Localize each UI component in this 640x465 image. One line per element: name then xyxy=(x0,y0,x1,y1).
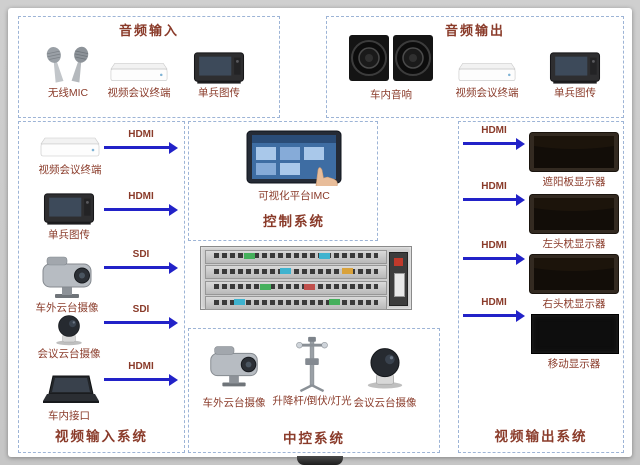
control-system-title: 控制系统 xyxy=(263,214,325,229)
arrow-head xyxy=(169,374,178,386)
rack-connectors xyxy=(214,252,378,259)
dome-camera-icon xyxy=(43,314,95,346)
arrow-stem xyxy=(104,208,170,211)
device-label: 会议云台摄像 xyxy=(353,397,417,409)
arrow-stem xyxy=(104,146,170,149)
cable-label: HDMI xyxy=(481,297,507,308)
cable-label: HDMI xyxy=(128,361,154,372)
connection-arrow: HDMI xyxy=(463,125,525,150)
cable-label: HDMI xyxy=(481,240,507,251)
rack-unit xyxy=(205,249,387,264)
cable-label: SDI xyxy=(132,304,150,315)
arrow-head xyxy=(516,253,525,265)
rack-unit xyxy=(205,265,387,279)
mobile-display-icon xyxy=(531,314,619,354)
display-icon xyxy=(529,132,619,172)
connection-arrow: HDMI xyxy=(104,191,178,216)
rack-unit xyxy=(205,296,387,310)
device-label: 遮阳板显示器 xyxy=(542,176,606,188)
rack-connectors xyxy=(214,299,378,305)
arrow-head xyxy=(169,142,178,154)
cable-label: HDMI xyxy=(481,181,507,192)
central-control-group: 车外云台摄像 升降杆/倒伏/灯光 会议云台摄像 中控系统 xyxy=(188,328,440,453)
cable-label: HDMI xyxy=(481,125,507,136)
device-label: 视频会议终端 xyxy=(38,164,102,176)
device-label: 会议云台摄像 xyxy=(37,348,101,360)
device-label: 单兵图传 xyxy=(198,87,240,99)
conference-terminal-icon xyxy=(457,57,517,85)
audio-input-title: 音频输入 xyxy=(118,23,179,38)
conference-terminal-icon xyxy=(109,57,169,85)
arrow-head xyxy=(516,138,525,150)
touch-tablet-icon xyxy=(244,130,344,186)
portable-transmitter-icon xyxy=(191,51,247,85)
arrow-stem xyxy=(463,314,517,317)
central-control-title: 中控系统 xyxy=(283,431,345,446)
wireless-mic-icon xyxy=(39,45,97,85)
device-label: 视频会议终端 xyxy=(107,87,171,99)
device-label: 单兵图传 xyxy=(48,229,90,241)
ptz-camera-icon xyxy=(203,339,265,391)
ptz-camera-icon xyxy=(35,252,99,300)
device-label: 车内接口 xyxy=(48,410,90,422)
dome-camera-icon xyxy=(357,345,413,391)
device-label: 升降杆/倒伏/灯光 xyxy=(272,395,352,407)
page-fold xyxy=(297,456,343,465)
device-label: 右头枕显示器 xyxy=(542,298,606,310)
device-label: 移动显示器 xyxy=(547,358,601,370)
display-icon xyxy=(529,194,619,234)
arrow-head xyxy=(169,204,178,216)
device-label: 车外云台摄像 xyxy=(35,302,99,314)
connection-arrow: SDI xyxy=(104,249,178,274)
cable-label: HDMI xyxy=(128,191,154,202)
rack-power-module xyxy=(389,252,408,306)
device-label: 视频会议终端 xyxy=(455,87,519,99)
connection-arrow: HDMI xyxy=(463,181,525,206)
arrow-stem xyxy=(463,142,517,145)
connection-arrow: HDMI xyxy=(463,240,525,265)
arrow-stem xyxy=(463,198,517,201)
display-icon xyxy=(529,254,619,294)
lifting-pole-icon xyxy=(292,335,332,393)
arrow-head xyxy=(169,262,178,274)
laptop-icon xyxy=(39,374,99,406)
connection-arrow: HDMI xyxy=(104,361,178,386)
audio-output-title: 音频输出 xyxy=(444,23,505,38)
device-label: 无线MIC xyxy=(47,87,89,99)
conference-terminal-icon xyxy=(39,132,101,160)
platform-label: 可视化平台IMC xyxy=(258,190,330,202)
rack-unit xyxy=(205,280,387,295)
device-label: 单兵图传 xyxy=(554,87,596,99)
rack-connectors xyxy=(214,283,378,290)
audio-output-group: 音频输出 车内音响 视频会议终端 xyxy=(326,16,624,118)
cable-label: SDI xyxy=(132,249,150,260)
rack-connectors xyxy=(214,268,378,274)
arrow-head xyxy=(516,194,525,206)
arrow-stem xyxy=(104,266,170,269)
device-label: 车内音响 xyxy=(370,89,412,101)
arrow-head xyxy=(516,310,525,322)
connection-arrow: HDMI xyxy=(104,129,178,154)
arrow-stem xyxy=(463,257,517,260)
portable-transmitter-icon xyxy=(41,192,97,226)
arrow-stem xyxy=(104,378,170,381)
video-output-group: 遮阳板显示器 左头枕显示器 右头枕显示器 移动显示器 视频输出系统 xyxy=(458,121,624,453)
diagram-canvas: 音频输入 无线MIC 视频 xyxy=(8,8,632,457)
video-output-system-title: 视频输出系统 xyxy=(494,429,588,444)
video-input-system-title: 视频输入系统 xyxy=(55,429,148,444)
device-label: 车外云台摄像 xyxy=(202,397,266,409)
connection-arrow: HDMI xyxy=(463,297,525,322)
audio-input-group: 音频输入 无线MIC 视频 xyxy=(18,16,280,118)
portable-transmitter-icon xyxy=(547,51,603,85)
cable-label: HDMI xyxy=(128,129,154,140)
arrow-stem xyxy=(104,321,170,324)
control-system-group: 可视化平台IMC 控制系统 xyxy=(188,121,378,241)
av-matrix-rack xyxy=(200,246,412,310)
video-input-group: 视频会议终端 单兵图传 车外云台摄像 xyxy=(18,121,185,453)
arrow-head xyxy=(169,317,178,329)
device-label: 左头枕显示器 xyxy=(542,238,606,250)
connection-arrow: SDI xyxy=(104,304,178,329)
car-speakers-icon xyxy=(349,33,433,85)
